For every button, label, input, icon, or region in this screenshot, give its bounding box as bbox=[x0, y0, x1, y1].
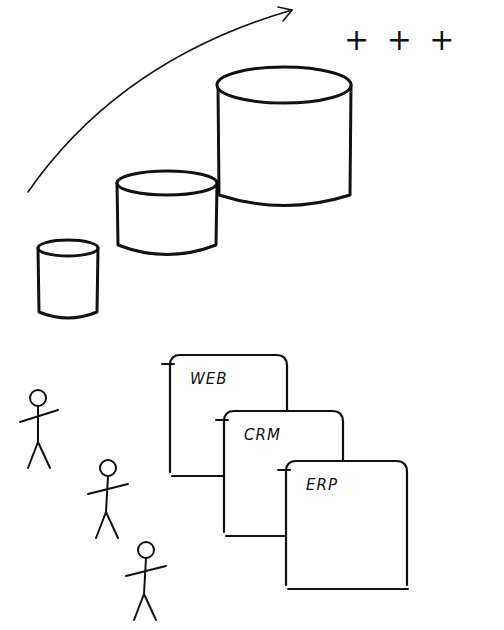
arrow-head bbox=[278, 7, 292, 21]
database-cylinder bbox=[38, 240, 98, 318]
plus-signs: + + + bbox=[344, 22, 458, 57]
figure-head bbox=[100, 460, 116, 476]
page-curl bbox=[162, 363, 174, 365]
page-curl bbox=[216, 419, 228, 421]
page-curl bbox=[278, 469, 290, 471]
stick-figure bbox=[20, 390, 58, 468]
cylinder-body bbox=[38, 248, 98, 318]
database-cylinder bbox=[117, 171, 217, 255]
cylinder-top bbox=[217, 67, 351, 103]
stick-figure bbox=[88, 460, 128, 538]
figure-body bbox=[88, 476, 128, 538]
page-label: CRM bbox=[244, 426, 281, 444]
cylinder-top bbox=[38, 240, 98, 256]
figure-body bbox=[20, 406, 58, 468]
page-outline bbox=[284, 458, 410, 593]
stick-figure bbox=[126, 542, 166, 620]
page-label: ERP bbox=[306, 476, 338, 494]
page-label: WEB bbox=[190, 370, 228, 388]
database-cylinder bbox=[217, 67, 351, 206]
page-fill bbox=[286, 461, 407, 593]
figure-body bbox=[126, 558, 166, 620]
page-bottom-line bbox=[288, 588, 408, 590]
figure-head bbox=[30, 390, 46, 406]
figure-head bbox=[138, 542, 154, 558]
cylinder-top bbox=[117, 171, 217, 195]
page-border bbox=[286, 461, 407, 585]
document-page: ERP bbox=[284, 458, 410, 593]
